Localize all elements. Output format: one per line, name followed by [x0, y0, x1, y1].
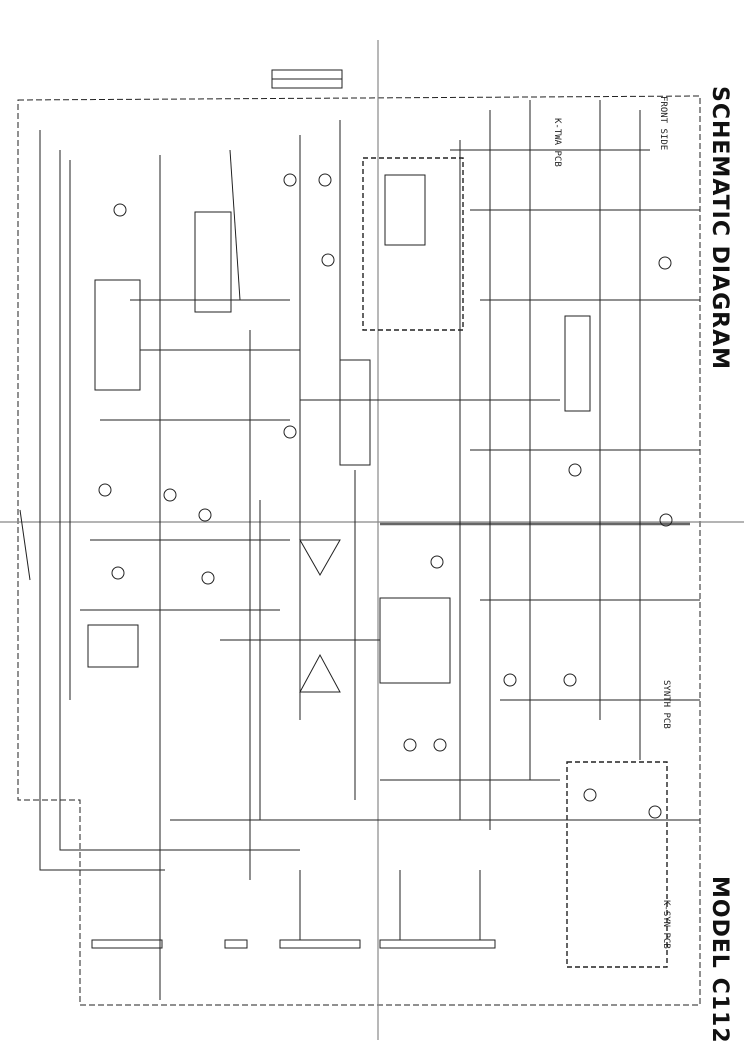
ic-block: [384, 174, 426, 246]
front-side-label: FRONT SIDE: [658, 96, 668, 151]
board-outline-upper: [362, 157, 464, 331]
board-outline-lower: [566, 761, 668, 968]
ic-block: [87, 624, 139, 668]
model-label: MODEL C112: [707, 876, 732, 1044]
ic-block: [564, 315, 591, 412]
ic-block: [379, 597, 451, 684]
bottom-connector: [279, 939, 361, 949]
bottom-connector: [91, 939, 163, 949]
board-label-upper: K-TWA PCB: [552, 118, 562, 167]
outer-frame: [17, 95, 701, 1006]
ic-block: [94, 279, 141, 391]
board-label-bottom: K-SYN PCB: [661, 900, 671, 949]
board-label-lower: SYNTH PCB: [661, 680, 671, 729]
opamp-symbol: [299, 653, 341, 693]
opamp-symbol: [299, 539, 341, 577]
bottom-connector: [379, 939, 496, 949]
diagram-title: SCHEMATIC DIAGRAM: [707, 86, 732, 371]
ic-block: [194, 211, 232, 313]
ic-block: [339, 359, 371, 466]
